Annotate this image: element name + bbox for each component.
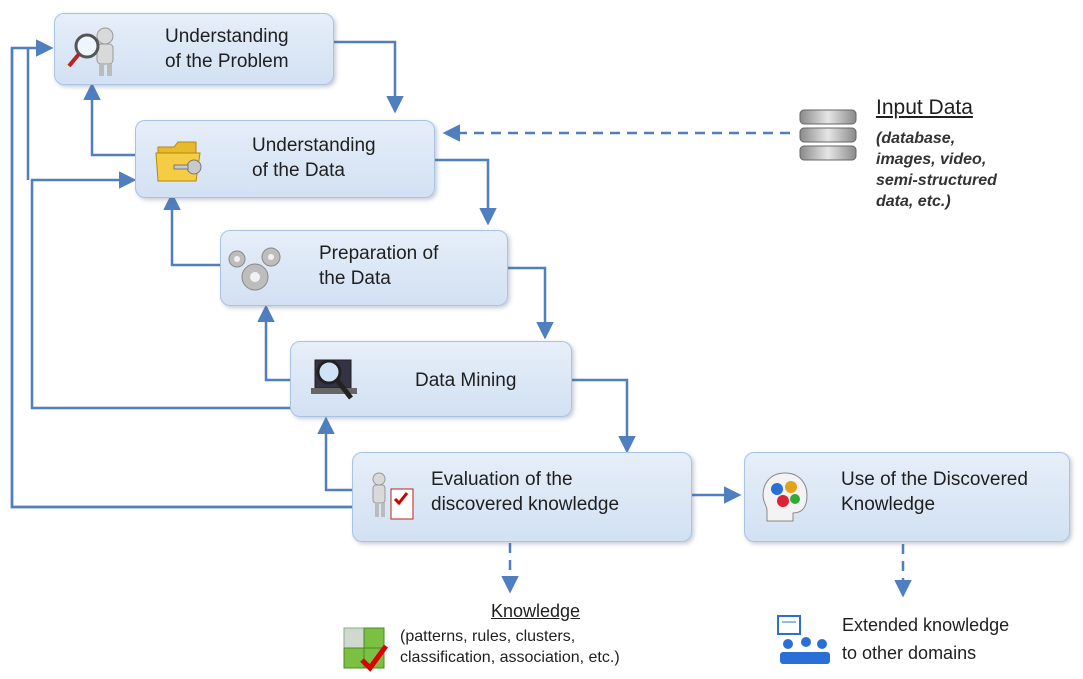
- extended-knowledge-text: Extended knowledge to other domains: [842, 615, 1010, 663]
- step-use-knowledge: Use of the Discovered Knowledge: [744, 452, 1070, 542]
- laptop-magnifier-icon: [311, 359, 357, 400]
- step-understanding-problem: Understanding of the Problem: [54, 13, 334, 85]
- head-gears-icon: [762, 472, 808, 522]
- folder-key-icon: [155, 141, 202, 182]
- step-understanding-data: Understanding of the Data: [135, 120, 435, 198]
- input-data-title: Input Data: [876, 96, 973, 119]
- people-board-icon: [777, 615, 830, 664]
- step-label: Use of the Discovered Knowledge: [841, 469, 1028, 515]
- step-label: Understanding of the Problem: [165, 26, 289, 72]
- step-data-mining: Data Mining: [290, 341, 572, 417]
- step-label: Understanding of the Data: [252, 135, 376, 181]
- step-label: Evaluation of the discovered knowledge: [431, 469, 620, 515]
- step-label: Data Mining: [415, 370, 517, 391]
- step-evaluation: Evaluation of the discovered knowledge: [352, 452, 692, 542]
- step-preparation-data: Preparation of the Data: [220, 230, 508, 306]
- input-data-details: (database, images, video, semi-structure…: [876, 130, 997, 210]
- gears-icon: [228, 247, 281, 291]
- database-icon: [799, 109, 857, 161]
- step-label: Preparation of the Data: [319, 243, 439, 289]
- magnifier-person-icon: [67, 27, 114, 76]
- knowledge-details: (patterns, rules, clusters, classificati…: [400, 628, 620, 666]
- checklist-person-icon: [372, 472, 414, 520]
- knowledge-title: Knowledge: [491, 601, 581, 621]
- puzzle-check-icon: [343, 627, 389, 672]
